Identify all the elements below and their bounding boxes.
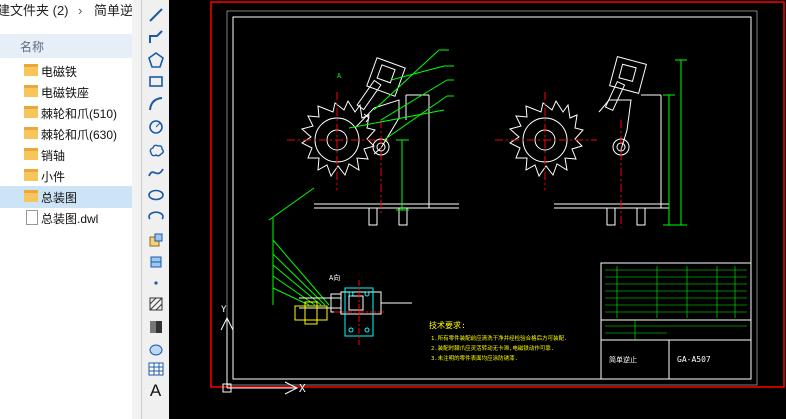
bracket-right — [554, 94, 669, 226]
balloon-stack — [272, 218, 330, 306]
folder-icon — [24, 85, 38, 97]
draw-toolbar: A — [141, 0, 170, 419]
item-label: 总装图 — [41, 191, 78, 205]
pawl-right — [598, 99, 632, 156]
item-label: 小件 — [41, 170, 66, 184]
folder-icon — [24, 148, 38, 160]
breadcrumb-separator: › — [78, 3, 83, 18]
column-header-label: 名称 — [20, 40, 45, 54]
folder-item[interactable]: 电磁铁座 — [0, 81, 141, 103]
right-assembly-view — [495, 56, 687, 228]
electromagnet-right — [604, 56, 647, 112]
rectangle-icon[interactable] — [145, 70, 166, 91]
item-label: 电磁铁座 — [41, 86, 90, 100]
folder-icon — [24, 190, 38, 202]
item-label: 棘轮和爪(630) — [41, 128, 118, 142]
ellipse-arc-icon[interactable] — [145, 206, 166, 227]
hatch-icon[interactable] — [145, 293, 166, 314]
folder-icon — [24, 64, 38, 76]
breadcrumb: 建文件夹 (2) › 简单逆止 — [0, 0, 146, 24]
file-explorer: 名称 电磁铁电磁铁座棘轮和爪(510) 棘轮和爪(630) 销轴小件总装图总装图.d… — [0, 24, 141, 419]
ratchet-wheel-right — [508, 99, 584, 178]
breadcrumb-folder[interactable]: 建文件夹 (2) — [0, 3, 69, 18]
drawing-canvas[interactable]: A A向 技术要求: 1.所有零件装配前应清洗干净并经检验合格后方可装配. 2.… — [169, 0, 786, 419]
file-item[interactable]: 总装图.dwl — [0, 207, 141, 229]
insert-block-icon[interactable] — [145, 229, 166, 250]
folder-item[interactable]: 销轴 — [0, 144, 141, 166]
make-block-icon[interactable] — [145, 251, 166, 272]
ratchet-wheel-left — [300, 99, 376, 178]
leaders-left — [268, 49, 454, 221]
column-header-name[interactable]: 名称 — [0, 34, 141, 58]
explorer-scrollbar[interactable] — [132, 0, 141, 419]
text-tool-label: A — [149, 380, 162, 400]
spline-icon[interactable] — [145, 162, 166, 183]
document-icon — [26, 210, 38, 225]
arc-icon[interactable] — [145, 93, 166, 114]
electromagnet-left — [356, 57, 406, 111]
folder-item[interactable]: 总装图 — [0, 186, 141, 208]
item-label: 总装图.dwl — [41, 212, 99, 226]
region-icon[interactable] — [145, 338, 166, 359]
ucs-icon — [220, 316, 299, 395]
left-assembly-view — [268, 49, 459, 226]
detail-view-a — [294, 280, 412, 345]
revcloud-icon[interactable] — [145, 139, 166, 160]
item-label: 棘轮和爪(510) — [41, 107, 118, 121]
title-block — [600, 262, 752, 380]
folder-item[interactable]: 棘轮和爪(510) — [0, 102, 141, 124]
ellipse-icon[interactable] — [145, 184, 166, 205]
folder-item[interactable]: 棘轮和爪(630) — [0, 123, 141, 145]
drawing-frame — [232, 16, 752, 380]
folder-icon — [24, 169, 38, 181]
line-icon[interactable] — [145, 4, 166, 25]
gradient-icon[interactable] — [145, 316, 166, 337]
folder-item[interactable]: 电磁铁 — [0, 60, 141, 82]
polyline-icon[interactable] — [145, 26, 166, 47]
item-label: 销轴 — [41, 149, 66, 163]
multiline-text-icon[interactable]: A — [145, 380, 166, 401]
folder-icon — [24, 127, 38, 139]
sheet-border — [210, 1, 785, 388]
bracket-left — [314, 94, 459, 226]
item-label: 电磁铁 — [41, 65, 78, 79]
point-icon[interactable] — [145, 272, 166, 293]
folder-item[interactable]: 小件 — [0, 165, 141, 187]
table-icon[interactable] — [145, 358, 166, 379]
folder-icon — [24, 106, 38, 118]
circle-icon[interactable] — [145, 116, 166, 137]
polygon-icon[interactable] — [145, 49, 166, 70]
